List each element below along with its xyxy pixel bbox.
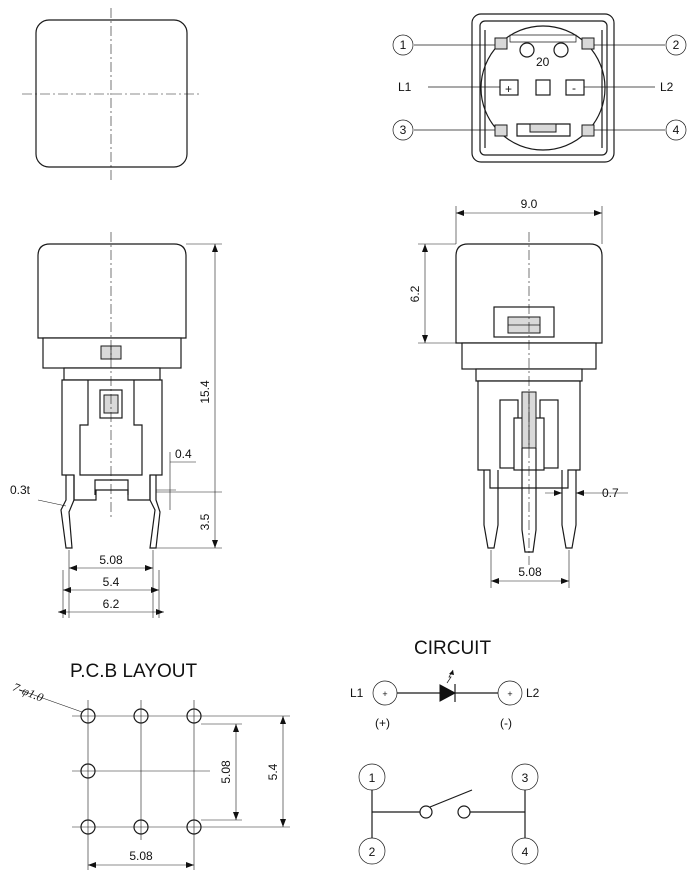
terminal-bottom-view bbox=[392, 13, 687, 163]
pcb-dim-vertical-2: 5.4 bbox=[266, 763, 280, 780]
dim-front-pitch-3: 6.2 bbox=[103, 597, 120, 611]
pin-label-3: 3 bbox=[400, 123, 407, 137]
dim-front-width: 9.0 bbox=[521, 197, 538, 211]
switch-label-2: 2 bbox=[369, 845, 376, 859]
circuit-polarity-right: (-) bbox=[500, 716, 512, 730]
pcb-hole bbox=[80, 763, 96, 779]
pcb-layout bbox=[19, 689, 290, 870]
circuit-label-l2: L2 bbox=[526, 686, 540, 700]
pcb-hole bbox=[80, 708, 96, 724]
dim-front-pitch-2: 5.4 bbox=[103, 575, 120, 589]
top-view-minus-sign: - bbox=[572, 81, 576, 95]
switch-label-1: 1 bbox=[369, 771, 376, 785]
pin-label-4: 4 bbox=[673, 123, 680, 137]
dim-side-pitch: 5.08 bbox=[518, 565, 542, 579]
dim-pin-thickness: 0.3t bbox=[10, 483, 31, 497]
switch-label-3: 3 bbox=[522, 771, 529, 785]
led-diode-symbol bbox=[439, 684, 457, 702]
circuit-schematic bbox=[358, 669, 539, 865]
led-label-l2: L2 bbox=[660, 80, 674, 94]
pcb-hole-spec: 7-φ1.0 bbox=[11, 680, 46, 705]
pin-label-1: 1 bbox=[400, 38, 407, 52]
top-view-center-label: 20 bbox=[536, 55, 550, 69]
circuit-plus-right: + bbox=[507, 689, 512, 699]
top-view-plus-sign: + bbox=[505, 82, 512, 96]
pcb-hole bbox=[133, 819, 149, 835]
side-view bbox=[37, 232, 222, 618]
dim-cap-height: 6.2 bbox=[408, 285, 422, 302]
pcb-hole bbox=[80, 819, 96, 835]
circuit-plus-left: + bbox=[382, 689, 387, 699]
dim-pin-length: 3.5 bbox=[198, 513, 212, 530]
dim-total-height: 15.4 bbox=[198, 380, 212, 404]
circuit-title: CIRCUIT bbox=[414, 638, 491, 659]
pcb-layout-title: P.C.B LAYOUT bbox=[70, 661, 197, 682]
led-label-l1: L1 bbox=[398, 80, 412, 94]
front-view bbox=[418, 206, 628, 588]
cap-top-view bbox=[22, 8, 200, 180]
circuit-label-l1: L1 bbox=[350, 686, 364, 700]
pin-label-2: 2 bbox=[673, 38, 680, 52]
dim-pin-width: 0.7 bbox=[602, 486, 619, 500]
circuit-polarity-left: (+) bbox=[375, 716, 390, 730]
switch-label-4: 4 bbox=[522, 845, 529, 859]
dim-pin-offset: 0.4 bbox=[175, 447, 192, 461]
pcb-hole bbox=[186, 708, 202, 724]
pcb-hole bbox=[186, 819, 202, 835]
switch-contact-lever bbox=[429, 789, 473, 808]
pcb-dim-vertical-1: 5.08 bbox=[219, 760, 233, 784]
pcb-dim-horizontal: 5.08 bbox=[129, 849, 153, 863]
dim-front-pitch-1: 5.08 bbox=[99, 553, 123, 567]
pcb-hole bbox=[133, 708, 149, 724]
